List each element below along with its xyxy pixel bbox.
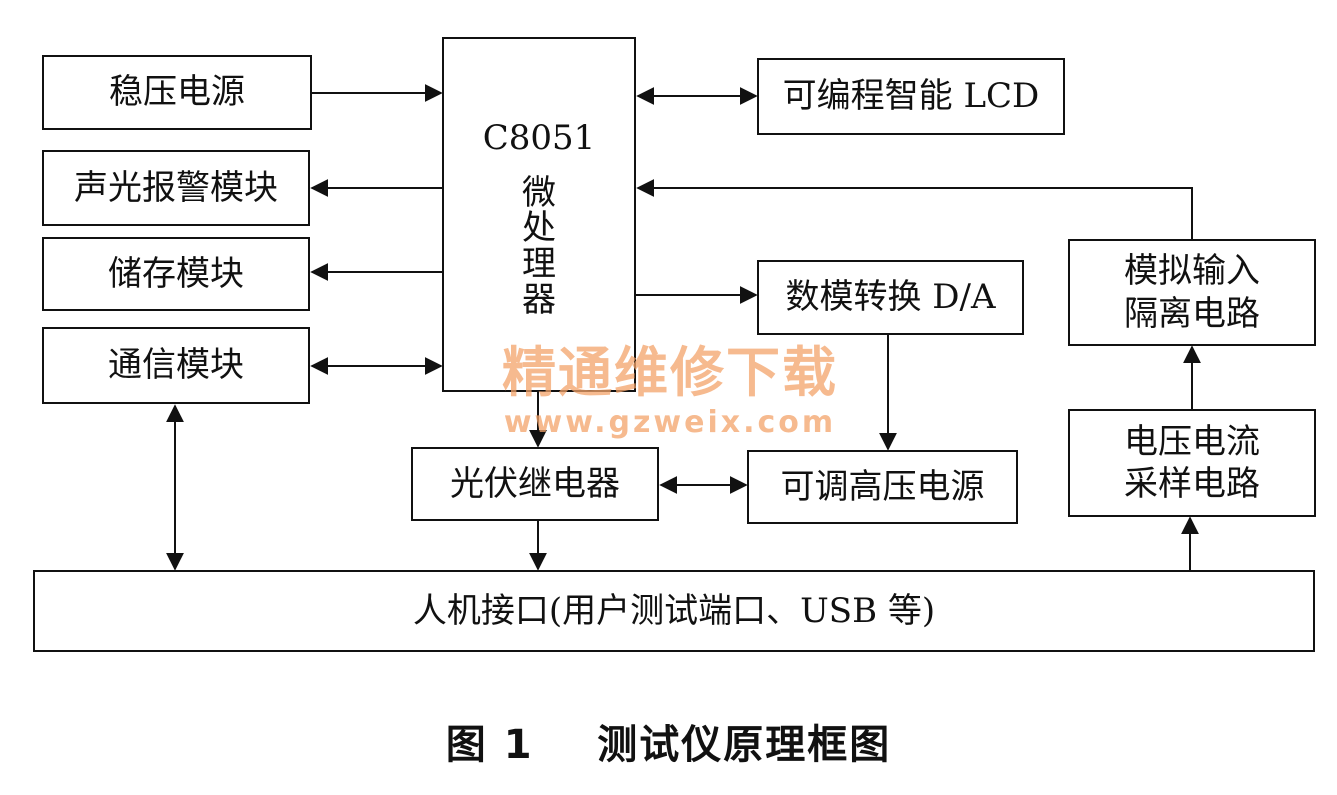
block-relay: 光伏继电器: [411, 447, 659, 521]
block-comm-label: 通信模块: [108, 345, 244, 386]
block-sampling-label: 电压电流采样电路: [1124, 421, 1260, 505]
block-lcd: 可编程智能 LCD: [757, 58, 1065, 135]
block-hmi: 人机接口(用户测试端口、USB 等): [33, 570, 1315, 652]
block-alarm: 声光报警模块: [42, 150, 310, 226]
block-power: 稳压电源: [42, 55, 312, 130]
block-dac: 数模转换 D/A: [757, 260, 1024, 335]
block-hmi-label: 人机接口(用户测试端口、USB 等): [412, 590, 936, 631]
watermark-title: 精通维修下载: [502, 341, 838, 404]
block-analog-iso-label: 模拟输入隔离电路: [1124, 251, 1260, 334]
block-sampling: 电压电流采样电路: [1068, 409, 1316, 517]
block-hv: 可调高压电源: [747, 450, 1018, 524]
block-comm: 通信模块: [42, 327, 310, 404]
block-relay-label: 光伏继电器: [450, 463, 620, 504]
block-storage: 储存模块: [42, 237, 310, 311]
arrow-analog-mcu: [636, 179, 1193, 239]
block-mcu-name: 微处理器: [522, 172, 556, 320]
block-power-label: 稳压电源: [109, 72, 245, 113]
block-lcd-label: 可编程智能 LCD: [782, 76, 1040, 117]
block-storage-label: 储存模块: [108, 253, 244, 294]
block-hv-label: 可调高压电源: [780, 466, 985, 507]
watermark-url: www.gzweix.com: [503, 405, 837, 440]
block-alarm-label: 声光报警模块: [74, 167, 278, 208]
block-dac-label: 数模转换 D/A: [785, 277, 996, 318]
block-analog-iso: 模拟输入隔离电路: [1068, 239, 1316, 346]
block-mcu: C8051 微处理器: [442, 37, 636, 392]
block-mcu-title: C8051: [482, 118, 596, 158]
figure-caption: 图 1 测试仪原理框图: [445, 722, 892, 768]
